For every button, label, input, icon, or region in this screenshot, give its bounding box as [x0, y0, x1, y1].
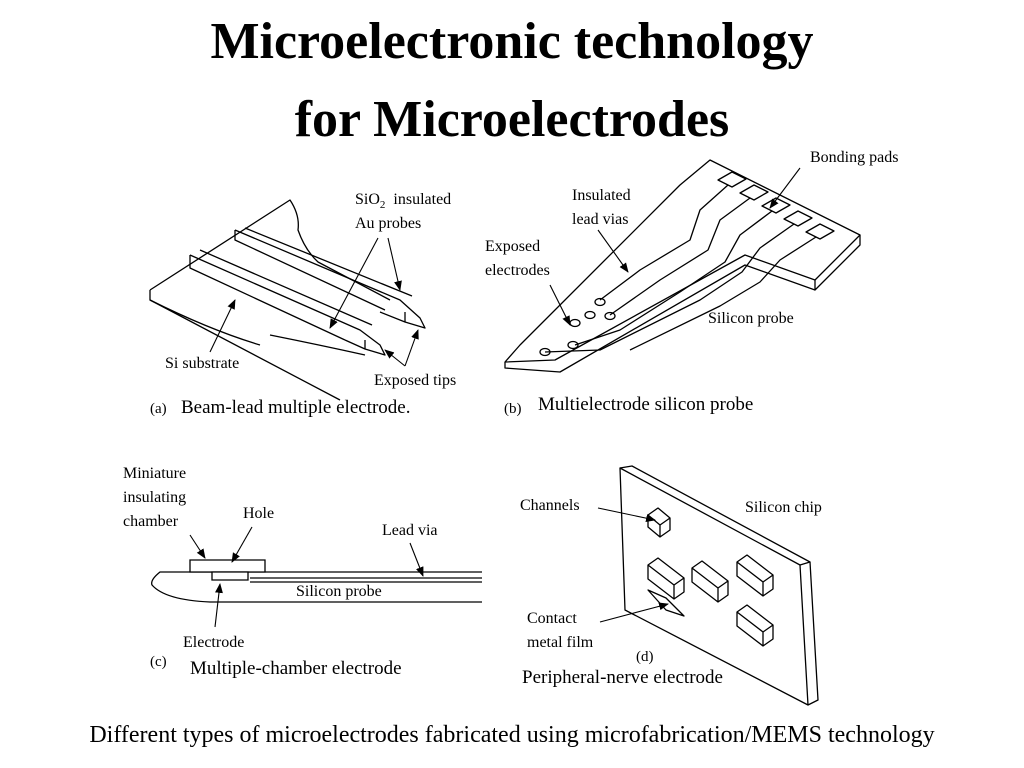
panel-b-drawing	[505, 160, 860, 372]
insulating-chamber	[190, 560, 265, 572]
panel-c-caption: Multiple-chamber electrode	[190, 658, 402, 679]
label-metal-film: metal film	[527, 634, 594, 651]
label-chamber: chamber	[123, 513, 179, 530]
panel-d-caption: Peripheral-nerve electrode	[522, 667, 723, 688]
leader-lines	[190, 168, 800, 627]
bonding-pad	[718, 172, 746, 187]
channel	[648, 508, 670, 537]
label-bonding-pads: Bonding pads	[810, 149, 899, 166]
channel	[648, 558, 684, 599]
panel-c-drawing	[152, 560, 482, 602]
label-sio2-insulated: SiO2 insulated	[355, 191, 452, 212]
label-lead-vias: lead vias	[572, 211, 629, 228]
beam-lower	[190, 255, 385, 355]
channel	[692, 561, 728, 602]
panel-d-drawing	[620, 466, 818, 705]
label-contact: Contact	[527, 610, 577, 627]
label-insulating: insulating	[123, 489, 187, 506]
label-electrodes: electrodes	[485, 262, 550, 279]
label-au-probes: Au probes	[355, 215, 422, 232]
title-line-1: Microelectronic technology	[210, 13, 814, 70]
label-exposed: Exposed	[485, 238, 541, 255]
bonding-pad	[784, 211, 812, 226]
panel-a-drawing	[150, 200, 425, 400]
label-si-substrate: Si substrate	[165, 355, 240, 372]
channel	[737, 605, 773, 646]
label-electrode: Electrode	[183, 634, 245, 651]
panel-a-letter: (a)	[150, 401, 167, 417]
panel-c-letter: (c)	[150, 654, 167, 670]
contact-metal-film	[648, 590, 684, 616]
bonding-pad	[740, 185, 768, 200]
chamber-electrode	[212, 572, 248, 580]
beam-upper	[235, 230, 425, 328]
title-line-2: for Microelectrodes	[294, 91, 730, 148]
label-exposed-tips: Exposed tips	[374, 372, 457, 389]
panel-d-letter: (d)	[636, 649, 654, 665]
label-silicon-probe-c: Silicon probe	[296, 583, 382, 600]
panel-b-caption: Multielectrode silicon probe	[538, 394, 754, 415]
panel-b-letter: (b)	[504, 401, 522, 417]
label-silicon-probe-b: Silicon probe	[708, 310, 794, 327]
footer-caption: Different types of microelectrodes fabri…	[89, 722, 935, 748]
channel	[737, 555, 773, 596]
label-lead-via: Lead via	[382, 522, 438, 539]
label-miniature: Miniature	[123, 465, 187, 482]
bonding-pad	[806, 224, 834, 239]
label-hole: Hole	[243, 505, 275, 522]
label-insulated: Insulated	[572, 187, 631, 204]
panel-a-caption: Beam-lead multiple electrode.	[181, 397, 411, 418]
label-silicon-chip: Silicon chip	[745, 499, 822, 516]
label-channels: Channels	[520, 497, 580, 514]
